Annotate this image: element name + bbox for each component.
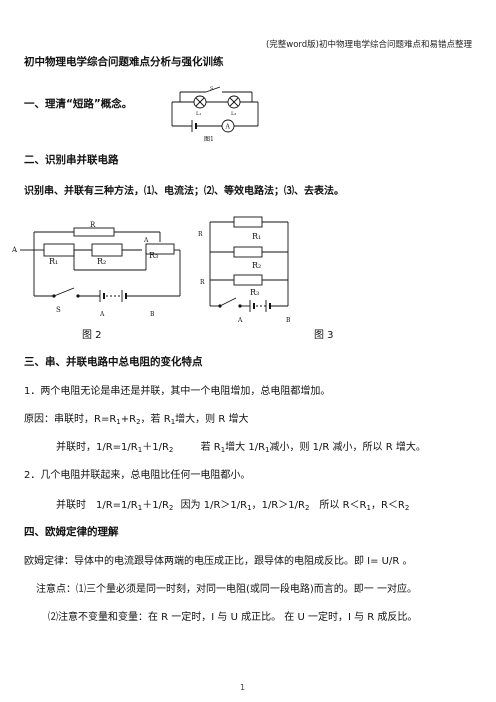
fig2-r3: R₃ (149, 251, 158, 260)
fig2-node-a-mid: A (143, 237, 149, 244)
series-explanation: 原因：串联时，R=R1+R2，若 R1增大，则 R 增大 (24, 414, 249, 426)
ohms-law-note-2: ⑵注意不变量和变量：在 R 一定时，I 与 U 成正比。 在 U 一定时，I 与… (48, 612, 418, 623)
fig3-r-mid: R (200, 279, 205, 286)
figure-1-circuit: S L₁ L₂ A 图1 (171, 86, 259, 143)
fig3-node-b-bottom: B (286, 317, 291, 324)
fig3-node-a-bottom: A (237, 317, 243, 324)
fig2-r1: R₁ (49, 257, 58, 266)
parallel-conclusion: 并联时 1/R=1/R1＋1/R2 因为 1/R＞1/R1，1/R＞1/R2 所… (56, 500, 410, 512)
fig1-switch-label: S (210, 86, 214, 92)
section-3-item-2: 2．几个电阻并联起来，总电阻比任何一电阻都小。 (24, 470, 251, 481)
fig2-switch: S (56, 306, 61, 314)
fig2-node-b-bottom: B (150, 311, 155, 318)
document-title: 初中物理电学综合问题难点分析与强化训练 (24, 56, 224, 68)
section-3-heading: 三、串、并联电路中总电阻的变化特点 (24, 356, 203, 368)
section-2-intro: 识别串、并联有三种方法，⑴、电流法；⑵、等效电路法；⑶、去表法。 (24, 186, 344, 197)
figure-2-caption: 图 2 (82, 330, 102, 341)
fig1-caption: 图1 (204, 136, 214, 143)
page-number: 1 (240, 683, 246, 692)
fig2-node-a-left: A (12, 246, 18, 254)
fig2-r-top: R (90, 221, 96, 229)
fig3-r2: R₂ (252, 261, 261, 270)
section-2-heading: 二、识别串并联电路 (24, 154, 119, 166)
fig3-r1: R₁ (252, 232, 261, 241)
figure-3-caption: 图 3 (314, 330, 334, 341)
fig3-r3: R₃ (250, 288, 259, 297)
figure-2-circuit: A R R₁ R₂ R₃ A S A B (12, 221, 181, 318)
section-1-heading: 一、理清“短路”概念。 (24, 98, 133, 110)
fig2-node-a-bottom: A (99, 311, 105, 318)
section-4-heading: 四、欧姆定律的理解 (24, 526, 119, 538)
fig3-r-top: R (198, 231, 203, 238)
fig1-lamp2-label: L₂ (231, 111, 236, 117)
fig1-lamp1-label: L₁ (196, 111, 201, 117)
ohms-law-note-1: 注意点：⑴三个量必须是同一时刻，对同一电阻(或同一段电路)而言的。即一 一对应。 (36, 584, 417, 595)
fig1-ammeter-label: A (225, 124, 231, 131)
section-3-item-1: 1．两个电阻无论是串还是并联，其中一个电阻增加，总电阻都增加。 (24, 386, 331, 397)
parallel-explanation: 并联时，1/R=1/R1＋1/R2 若 R1增大 1/R1减小，则 1/R 减小… (56, 442, 426, 454)
fig2-r2: R₂ (97, 257, 106, 266)
figure-3-circuit: R R₁ R₂ R₃ R A B (198, 216, 291, 324)
ohms-law-statement: 欧姆定律：导体中的电流跟导体两端的电压成正比，跟导体的电阻成反比。即 I= U/… (24, 556, 413, 567)
running-header: (完整word版)初中物理电学综合问题难点和易错点整理 (265, 40, 472, 50)
